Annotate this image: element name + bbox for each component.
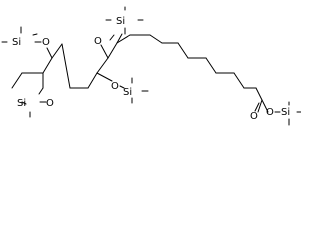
bonds xyxy=(1,6,301,126)
bond xyxy=(38,87,44,95)
atom-label-si: Si xyxy=(12,37,21,48)
chemical-structure: Si O Si O Si O Si O O O Si xyxy=(1,6,301,126)
bond xyxy=(177,42,189,59)
bond xyxy=(205,57,217,74)
atom-labels: Si O Si O Si O Si O O O Si xyxy=(12,16,290,122)
atom-label-si: Si xyxy=(281,107,290,118)
bond xyxy=(116,33,123,44)
atom-label-o: O xyxy=(42,37,50,48)
bond xyxy=(87,72,98,89)
bond xyxy=(119,85,125,89)
bond xyxy=(254,102,260,112)
bond xyxy=(109,34,115,41)
bond xyxy=(255,87,263,101)
atom-label-o: O xyxy=(111,81,119,92)
bond xyxy=(149,34,163,44)
bond xyxy=(51,43,63,59)
bond xyxy=(96,72,113,82)
bond xyxy=(21,101,27,105)
atom-label-o: O xyxy=(94,36,102,47)
bond xyxy=(32,33,38,36)
bond xyxy=(257,99,263,113)
atom-label-si: Si xyxy=(116,16,125,27)
bond xyxy=(100,44,109,59)
bond xyxy=(46,47,53,59)
bond xyxy=(96,57,109,74)
atom-label-o: O xyxy=(46,98,54,109)
atom-label-si: Si xyxy=(17,98,26,109)
bond xyxy=(116,34,131,44)
bond xyxy=(261,99,269,113)
bond xyxy=(107,42,118,59)
atom-label-si: Si xyxy=(123,87,132,98)
bond xyxy=(42,57,53,74)
bond xyxy=(11,72,23,89)
atom-label-o: O xyxy=(266,107,274,118)
atom-label-o: O xyxy=(250,111,258,122)
bond xyxy=(233,72,245,89)
bond xyxy=(61,43,71,89)
